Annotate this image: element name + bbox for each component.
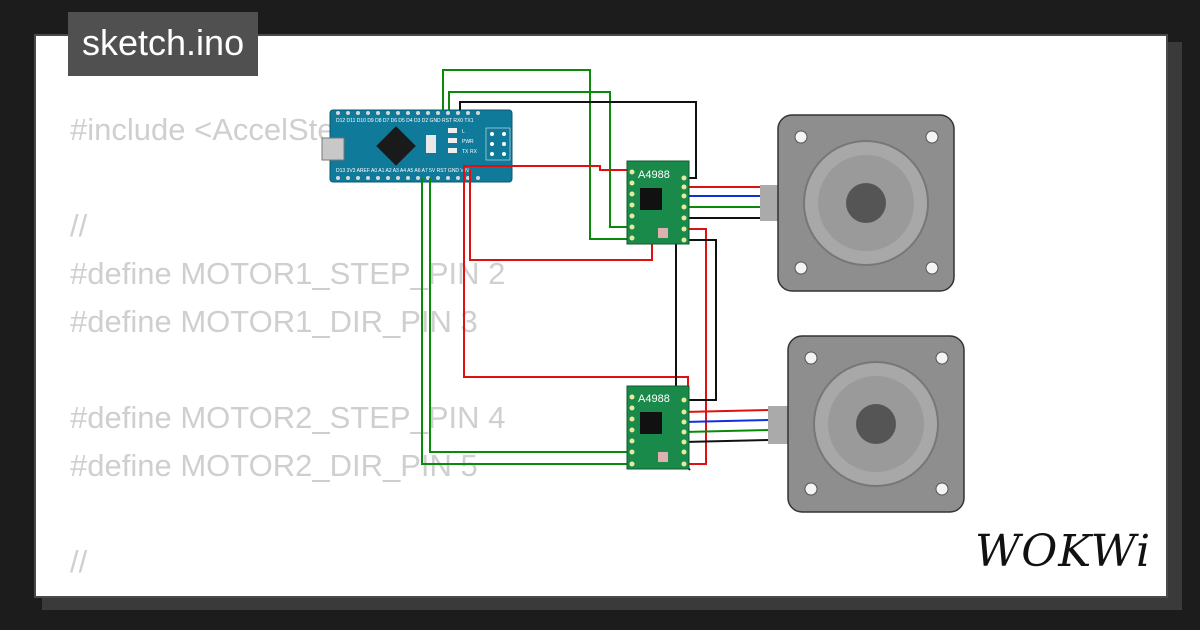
arduino-nano[interactable]: L PWR TX RX D12 D11 D10 D9 D8 D7 D6 D5 D… (321, 109, 513, 183)
mcu-chip (376, 126, 416, 166)
motor-connector (760, 185, 780, 221)
driver-chip (640, 188, 662, 210)
led-label: RX (470, 149, 478, 155)
wokwi-logo: WOKWi (975, 526, 1152, 577)
driver-chip (640, 412, 662, 434)
led-label: TX (462, 149, 469, 155)
potentiometer (658, 228, 668, 238)
usb-connector (321, 137, 345, 161)
crystal (426, 135, 436, 153)
pin-row-top (336, 111, 480, 115)
code-line: #define MOTOR1_DIR_PIN 3 (70, 304, 478, 339)
code-line: // (70, 208, 88, 243)
icsp-header (485, 127, 511, 161)
potentiometer (658, 452, 668, 462)
led-label: L (462, 129, 465, 135)
motor-connector (768, 406, 788, 444)
a4988-driver-1[interactable]: A4988 (626, 160, 690, 245)
code-line: #define STEPS_PER_REVOLUTION 200 // (70, 586, 668, 596)
code-line: #define MOTOR2_DIR_PIN 5 (70, 448, 478, 483)
stepper-motor-1[interactable] (760, 114, 955, 292)
driver-label: A4988 (638, 169, 670, 181)
driver-label: A4988 (638, 393, 670, 405)
stepper-motor-2[interactable] (768, 335, 965, 513)
led-label: PWR (462, 139, 474, 145)
pin-labels-bottom: D13 3V3 AREF A0 A1 A2 A3 A4 A5 A6 A7 5V … (336, 168, 469, 174)
a4988-driver-2[interactable]: A4988 (626, 385, 690, 470)
led-pwr (448, 138, 457, 143)
code-line: // (70, 544, 88, 579)
led-l (448, 128, 457, 133)
pin-row-bottom (336, 176, 480, 180)
led-tx (448, 148, 457, 153)
file-tab[interactable]: sketch.ino (68, 12, 259, 76)
pin-labels-top: D12 D11 D10 D9 D8 D7 D6 D5 D4 D3 D2 GND … (336, 118, 474, 124)
